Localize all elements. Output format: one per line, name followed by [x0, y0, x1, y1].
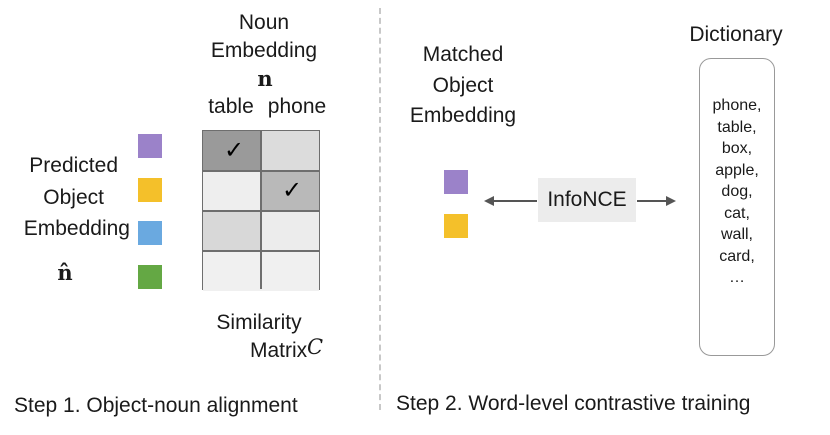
dictionary-item: box,: [721, 140, 753, 157]
predicted-square-green: [138, 265, 162, 289]
matrix-cell-r3-c1: [261, 251, 319, 291]
similarity-label-line2: Matrix: [250, 339, 308, 362]
matrix-cell-r3-c0: [203, 251, 261, 291]
noun-embedding-label-line1: Noun: [238, 11, 290, 34]
matrix-cell-r2-c1: [261, 211, 319, 251]
matched-label-line3: Embedding: [409, 104, 517, 127]
dictionary-item: …: [729, 269, 745, 286]
matrix-gridline-h3: [203, 250, 319, 252]
matrix-cell-r1-c1: [261, 171, 319, 211]
matrix-symbol: C: [307, 335, 324, 359]
left-arrow-icon: [484, 196, 537, 206]
dictionary-item: apple,: [715, 161, 759, 179]
dictionary-item: dog,: [721, 183, 753, 200]
section-divider: [379, 8, 381, 410]
check-mark-icon: ✓: [282, 177, 303, 204]
matrix-cell-r0-c1: [261, 131, 319, 171]
matrix-gridline-h1: [203, 170, 319, 172]
similarity-matrix: ✓ ✓: [202, 130, 320, 291]
matched-square-purple: [444, 170, 468, 194]
matched-square-yellow: [444, 214, 468, 238]
predicted-square-blue: [138, 221, 162, 245]
dictionary-box: phone, table, box, apple, dog, cat, wall…: [699, 58, 775, 356]
right-arrow-icon: [637, 196, 676, 206]
matrix-gridline-h2: [203, 210, 319, 212]
step2-caption: Step 2. Word-level contrastive training: [396, 392, 751, 415]
matrix-cell-r2-c0: [203, 211, 261, 251]
predicted-label-line3: Embedding: [23, 217, 130, 240]
dictionary-title: Dictionary: [689, 23, 783, 46]
predicted-label-line2: Object: [43, 186, 104, 209]
dictionary-item: cat,: [724, 204, 750, 222]
matched-label-line1: Matched: [422, 43, 504, 66]
predicted-label-line1: Predicted: [29, 154, 118, 177]
infonce-arrows: [484, 196, 676, 206]
predicted-square-yellow: [138, 178, 162, 202]
dictionary-item: phone,: [712, 97, 762, 114]
predicted-square-purple: [138, 134, 162, 158]
step1-caption: Step 1. Object-noun alignment: [14, 394, 298, 417]
check-mark-icon: ✓: [224, 137, 245, 164]
column-label-phone: phone: [267, 95, 327, 118]
noun-symbol: n: [257, 66, 273, 91]
predicted-symbol: n̂: [57, 260, 73, 285]
matrix-cell-r1-c0: [203, 171, 261, 211]
noun-embedding-label-line2: Embedding: [210, 39, 318, 62]
similarity-label-line1: Similarity: [216, 311, 302, 334]
matrix-cell-r0-c0: [203, 131, 261, 171]
infonce-label: InfoNCE: [547, 188, 627, 211]
matched-label-line2: Object: [432, 74, 494, 97]
dictionary-item: card,: [719, 247, 755, 265]
column-label-table: table: [208, 95, 254, 118]
dictionary-item: wall,: [720, 226, 753, 243]
dictionary-list: phone, table, box, apple, dog, cat, wall…: [700, 95, 774, 289]
dictionary-item: table,: [717, 118, 757, 136]
infonce-box: [538, 178, 636, 222]
